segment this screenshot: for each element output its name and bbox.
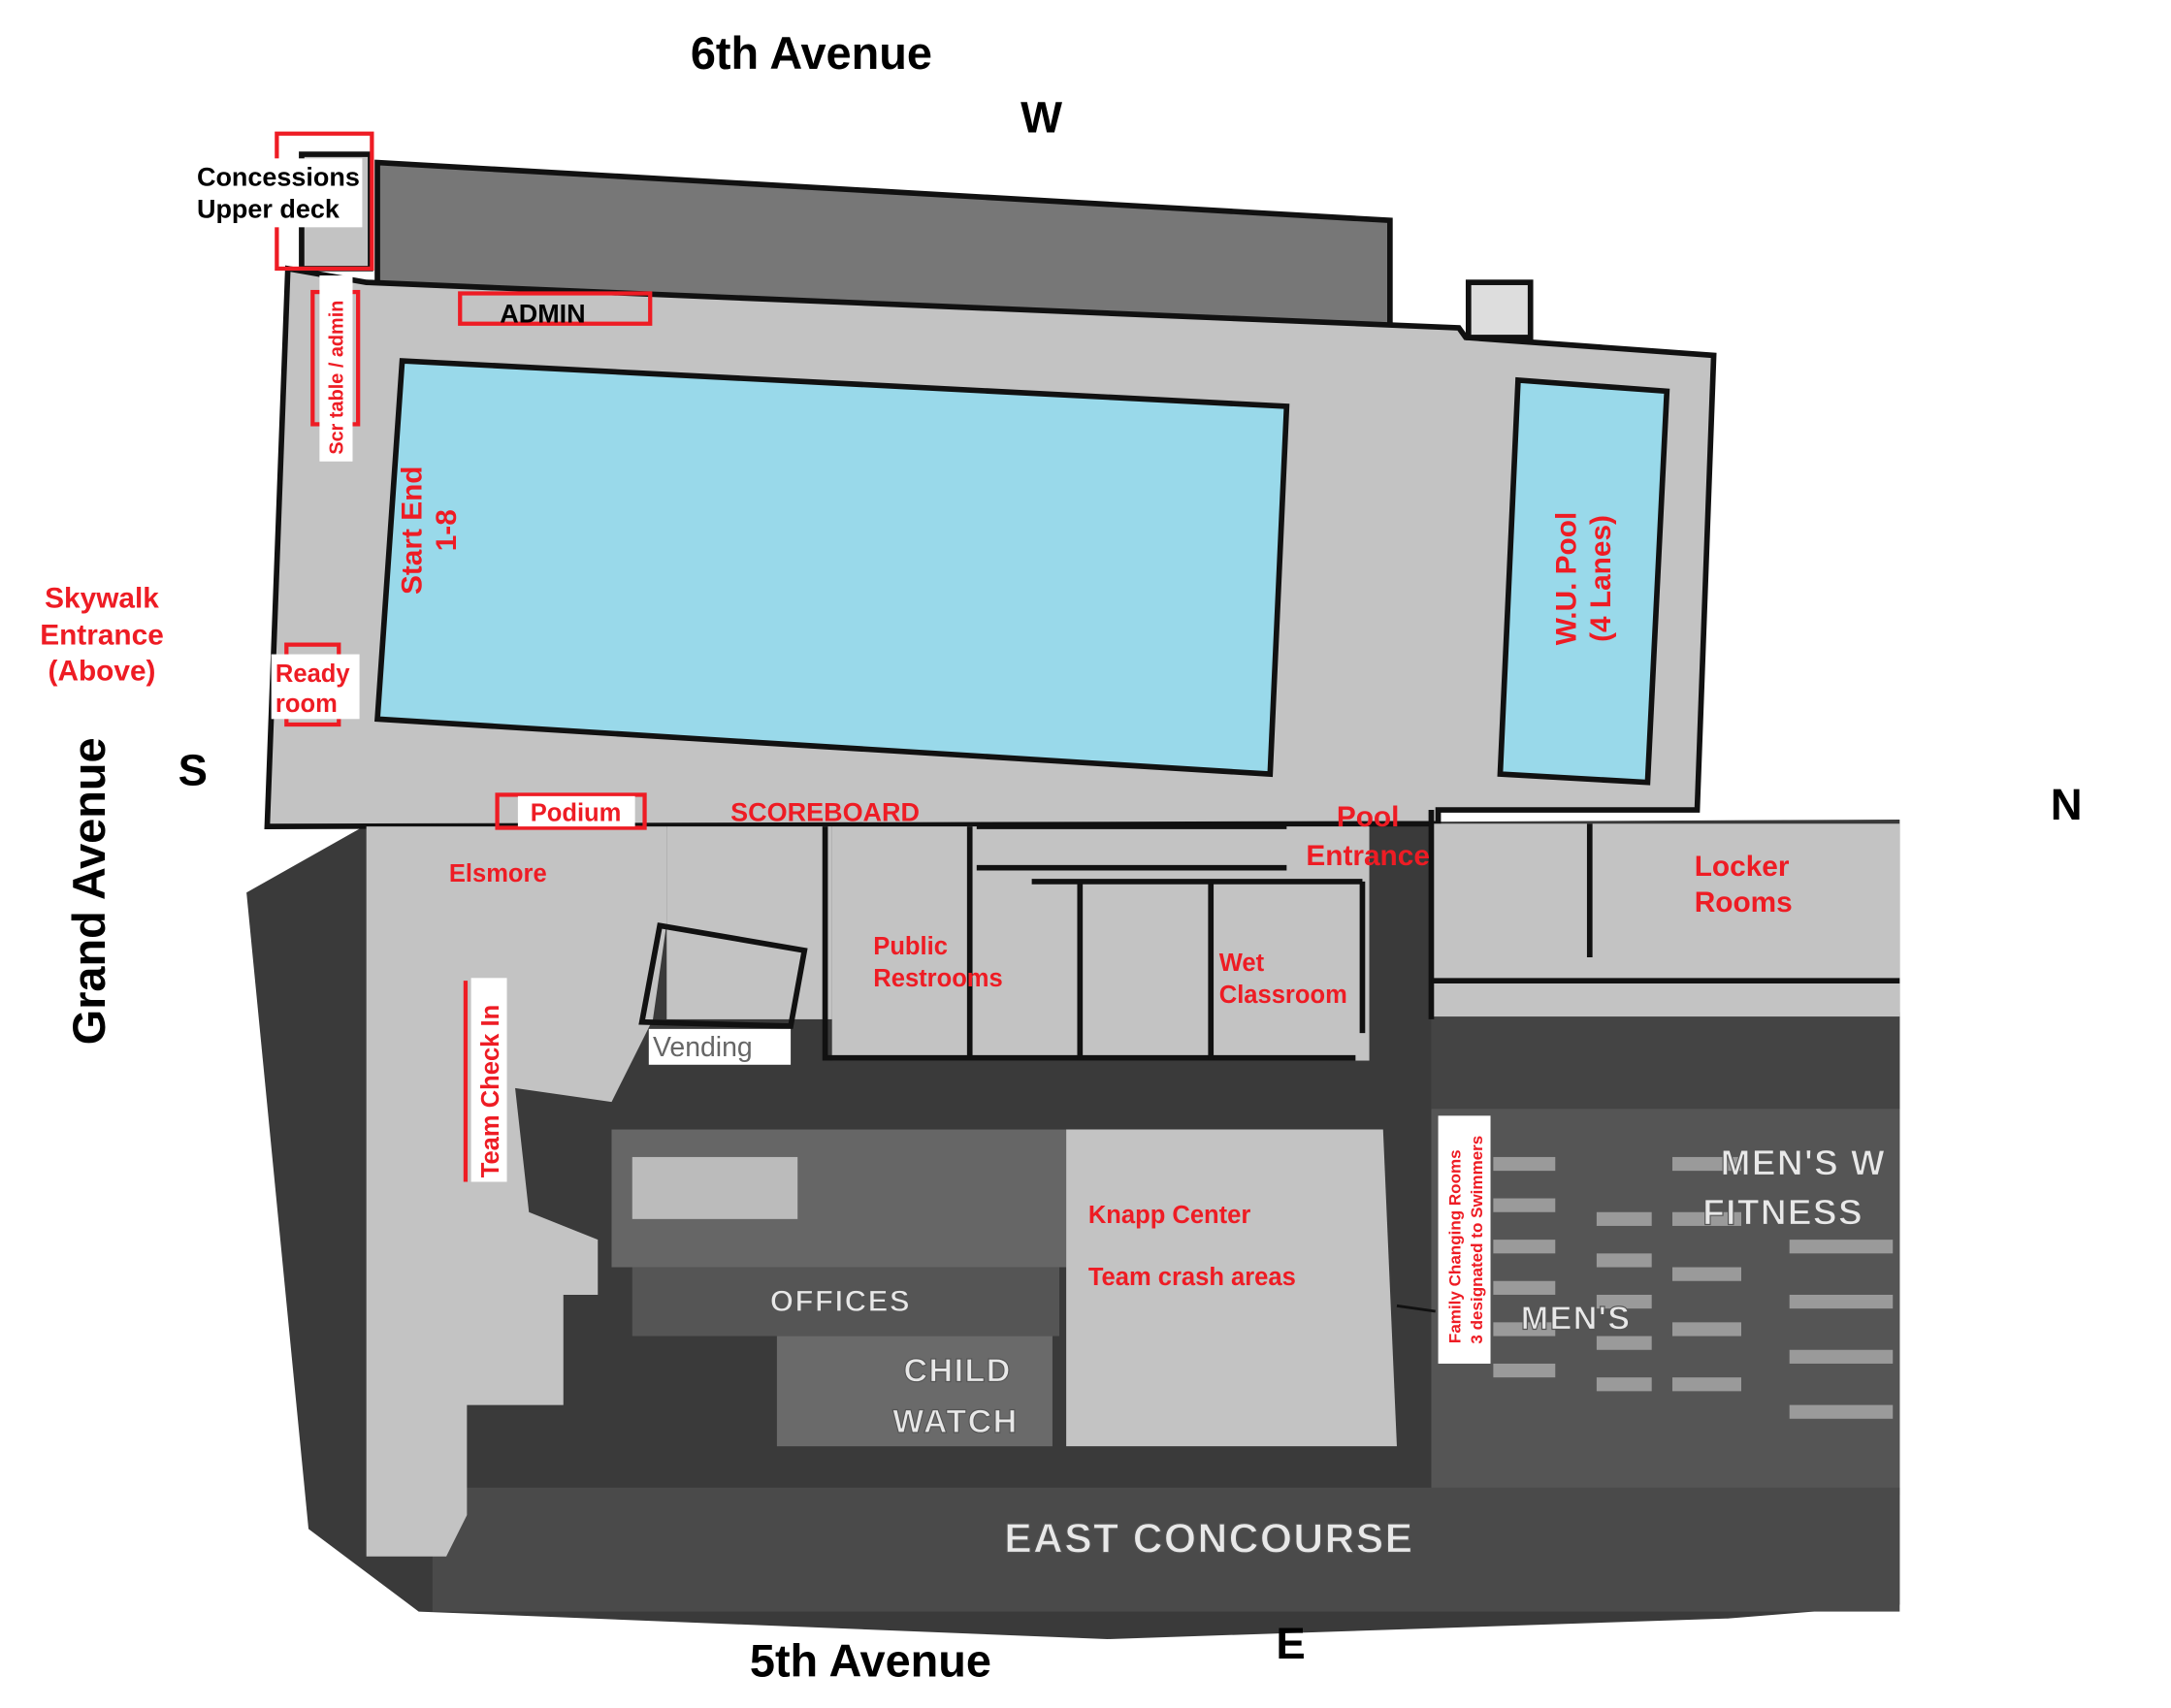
- label-line: (4 Lanes): [1585, 515, 1617, 642]
- wet-classroom-label: Wet Classroom: [1219, 950, 1347, 1009]
- concessions-label: Concessions Upper deck: [197, 163, 360, 224]
- label-line: Concessions: [197, 163, 360, 192]
- street-grand-avenue: Grand Avenue: [64, 737, 114, 1045]
- label-line: 3 designated to Swimmers: [1468, 1136, 1486, 1344]
- wu-pool-label: W.U. Pool (4 Lanes): [1551, 512, 1618, 645]
- label-line: Rooms: [1695, 886, 1793, 918]
- scr-table-label: Scr table / admin: [327, 301, 348, 455]
- label-line: room: [275, 691, 338, 718]
- mens-text: MEN'S: [1521, 1300, 1632, 1337]
- knapp-center-label: Knapp Center: [1088, 1202, 1251, 1229]
- label-line: Ready: [275, 661, 350, 688]
- compass-east: E: [1276, 1619, 1305, 1668]
- child-watch-text: WATCH: [892, 1403, 1019, 1440]
- label-line: Pool: [1337, 801, 1400, 833]
- label-line: Classroom: [1219, 982, 1347, 1009]
- label-line: Entrance: [40, 620, 164, 652]
- team-check-in-label: Team Check In: [477, 1005, 504, 1177]
- start-end-label: Start End 1-8: [396, 467, 463, 596]
- label-line: Upper deck: [197, 194, 340, 223]
- offices-text: OFFICES: [770, 1284, 911, 1318]
- label-line: Entrance: [1306, 840, 1430, 872]
- ready-room-label: Ready room: [275, 661, 350, 718]
- label-line: 1-8: [431, 509, 463, 551]
- label-line: Locker: [1695, 851, 1790, 883]
- mens-fitness-text: FITNESS: [1702, 1193, 1863, 1233]
- public-restrooms-label: Public Restrooms: [873, 933, 1002, 992]
- compass-north: N: [2051, 780, 2083, 829]
- east-concourse-text: EAST CONCOURSE: [1004, 1516, 1413, 1563]
- pool-entrance-label: Pool Entrance: [1306, 801, 1430, 872]
- mens-fitness-text: MEN'S W: [1721, 1143, 1886, 1182]
- compass-west: W: [1021, 92, 1062, 142]
- locker-rooms-label: Locker Rooms: [1695, 851, 1793, 918]
- street-6th-avenue: 6th Avenue: [691, 28, 932, 79]
- skywalk-entrance-label: Skywalk Entrance (Above): [40, 582, 164, 687]
- label-line: Restrooms: [873, 965, 1002, 992]
- label-line: (Above): [49, 656, 156, 688]
- main-pool: [374, 358, 1290, 778]
- label-line: W.U. Pool: [1551, 512, 1583, 645]
- team-crash-areas-label: Team crash areas: [1088, 1264, 1296, 1291]
- admin-label: ADMIN: [500, 299, 585, 328]
- label-line: Start End: [396, 467, 428, 596]
- wu-pool: [1497, 376, 1670, 786]
- compass-south: S: [178, 745, 208, 794]
- podium-label: Podium: [531, 799, 622, 826]
- label-line: Wet: [1219, 950, 1265, 977]
- street-5th-avenue: 5th Avenue: [750, 1635, 991, 1686]
- vending-label: Vending: [653, 1032, 753, 1063]
- child-watch-text: CHILD: [904, 1352, 1012, 1389]
- interior-walls: [638, 810, 1900, 1313]
- scoreboard-label: SCOREBOARD: [730, 797, 920, 826]
- elsmore-label: Elsmore: [449, 860, 547, 887]
- label-line: Skywalk: [45, 582, 159, 614]
- label-line: Family Changing Rooms: [1445, 1149, 1464, 1343]
- family-changing-rooms-label: Family Changing Rooms 3 designated to Sw…: [1445, 1136, 1486, 1344]
- label-line: Public: [873, 933, 948, 960]
